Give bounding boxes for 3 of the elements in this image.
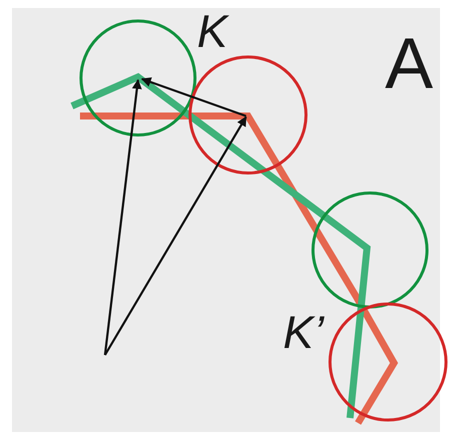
point-label: K — [197, 8, 228, 54]
point-label: K’ — [283, 309, 324, 355]
panel-letter: A — [385, 28, 434, 100]
